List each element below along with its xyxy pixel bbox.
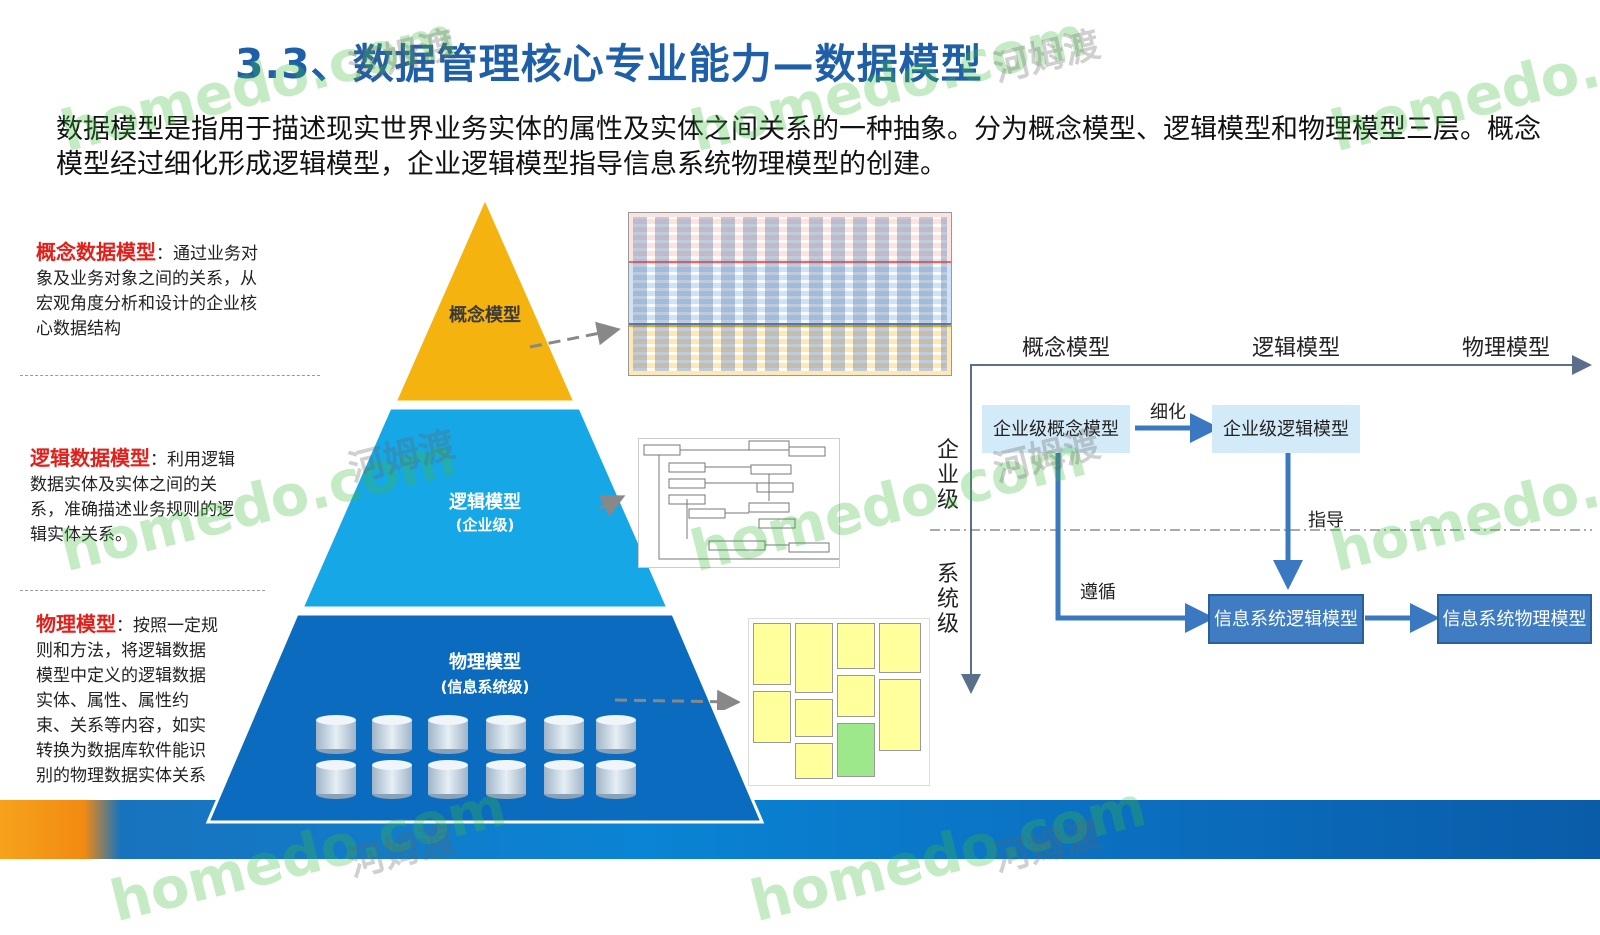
physical-description: 物理模型：按照一定规则和方法，将逻辑数据模型中定义的逻辑数据实体、属性、属性约束… bbox=[36, 612, 222, 789]
database-icons bbox=[316, 715, 636, 799]
edge-label-follow: 遵循 bbox=[1080, 582, 1116, 603]
axis-label-physical: 物理模型 bbox=[1462, 336, 1551, 361]
pyramid-middle-sublabel: (企业级) bbox=[456, 516, 515, 534]
concept-description: 概念数据模型：通过业务对象及业务对象之间的关系，从宏观角度分析和设计的企业核心数… bbox=[36, 240, 268, 342]
row-label-enterprise: 企业级 bbox=[936, 438, 959, 513]
concept-model-thumbnail bbox=[628, 212, 952, 376]
pyramid-bottom-sublabel: (信息系统级) bbox=[441, 678, 530, 696]
logic-text: ：利用逻辑数据实体及实体之间的关系，准确描述业务规则的逻辑实体关系。 bbox=[30, 450, 235, 545]
intro-paragraph: 数据模型是指用于描述现实世界业务实体的属性及实体之间关系的一种抽象。分为概念模型… bbox=[56, 114, 1541, 180]
enterprise-concept-box: 企业级概念模型 bbox=[982, 405, 1130, 453]
pyramid-bottom-label: 物理模型 bbox=[449, 651, 521, 673]
edge-label-guide: 指导 bbox=[1308, 510, 1344, 531]
pyramid-middle-label: 逻辑模型 bbox=[449, 491, 521, 513]
logic-model-thumbnail bbox=[638, 438, 840, 568]
row-label-system: 系统级 bbox=[936, 562, 959, 637]
page-title: 3.3、数据管理核心专业能力—数据模型 bbox=[235, 40, 983, 88]
separator-1 bbox=[20, 375, 320, 376]
edge-label-refine: 细化 bbox=[1150, 402, 1186, 423]
concept-term: 概念数据模型 bbox=[36, 240, 156, 264]
footer-accent bbox=[0, 800, 120, 859]
concept-text: ：通过业务对象及业务对象之间的关系，从宏观角度分析和设计的企业核心数据结构 bbox=[36, 244, 258, 339]
logic-description: 逻辑数据模型：利用逻辑数据实体及实体之间的关系，准确描述业务规则的逻辑实体关系。 bbox=[30, 446, 250, 548]
axis-label-concept: 概念模型 bbox=[1022, 336, 1111, 361]
physical-model-thumbnail bbox=[748, 618, 930, 786]
physical-term: 物理模型 bbox=[36, 612, 116, 636]
physical-text: ：按照一定规则和方法，将逻辑数据模型中定义的逻辑数据实体、属性、属性约束、关系等… bbox=[36, 616, 218, 786]
flow-diagram-lines bbox=[930, 355, 1592, 694]
pyramid-diagram: 概念模型 逻辑模型 (企业级) 物理模型 (信息系统级) bbox=[205, 194, 765, 824]
enterprise-logic-box: 企业级逻辑模型 bbox=[1212, 405, 1360, 453]
pyramid-top-label: 概念模型 bbox=[449, 304, 521, 326]
logic-term: 逻辑数据模型 bbox=[30, 446, 150, 470]
system-logic-box: 信息系统逻辑模型 bbox=[1208, 594, 1364, 644]
pyramid-middle-layer bbox=[299, 406, 671, 610]
axis-label-logic: 逻辑模型 bbox=[1252, 336, 1341, 361]
system-physical-box: 信息系统物理模型 bbox=[1437, 594, 1592, 644]
pyramid-top-layer bbox=[392, 194, 578, 404]
separator-2 bbox=[20, 590, 265, 591]
pyramid-pointer-arrows bbox=[529, 321, 740, 710]
